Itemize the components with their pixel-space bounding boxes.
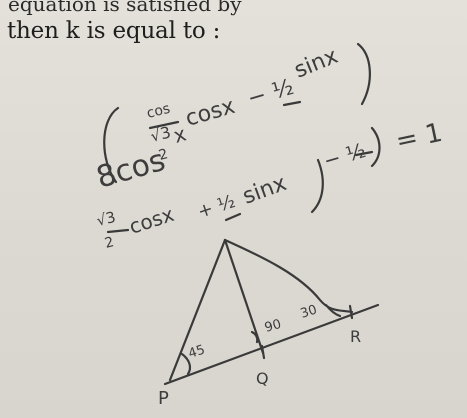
fraction-bar-half-end — [354, 150, 374, 157]
question-text: then k is equal to : — [7, 18, 221, 44]
fraction-bar-half-top — [282, 100, 302, 107]
left-paren-outer — [103, 106, 120, 184]
triangle-left-side — [168, 238, 227, 382]
hw-line2-denominator: 2 — [103, 234, 116, 252]
hw-cos-x: x — [171, 121, 189, 147]
angle-label-P: 45 — [187, 342, 207, 361]
triangle-base — [163, 303, 380, 386]
fraction-bar-line2 — [106, 228, 130, 234]
right-paren-end — [370, 126, 381, 168]
hw-equals-one: = 1 — [393, 118, 445, 157]
label-R: R — [350, 327, 361, 346]
hw-line2-minus-half: − ½ — [321, 138, 368, 173]
hw-line2-sinx: sinx — [240, 171, 290, 210]
hw-cosx: cosx — [183, 94, 238, 132]
cutoff-printed-text: equation is satisfied by — [8, 0, 242, 16]
triangle-right-side — [223, 238, 354, 314]
hw-line2-sqrt3: √3 — [95, 208, 118, 230]
hw-sinx-top: sinx — [291, 44, 342, 84]
label-Q: Q — [256, 369, 269, 388]
angle-label-Q: 90 — [263, 317, 283, 336]
base-tick-R — [348, 304, 354, 320]
label-P: P — [158, 388, 169, 409]
angle-arc-Q — [250, 330, 259, 344]
angle-arc-R — [324, 303, 342, 318]
hw-minus-half: − ½ — [245, 75, 297, 112]
right-paren-top — [356, 42, 371, 106]
hw-frac-denominator: 2 — [157, 146, 170, 164]
hw-sqrt3: √3 — [148, 123, 172, 146]
hw-line2-cosx: cosx — [126, 202, 177, 239]
right-paren-line2 — [310, 158, 324, 214]
angle-arc-P — [180, 352, 192, 376]
base-tick-Q — [260, 344, 266, 360]
fraction-bar-top — [148, 120, 180, 130]
hw-frac-numerator: cos — [145, 101, 172, 122]
angle-label-R: 30 — [299, 302, 319, 321]
fraction-bar-half-line2 — [224, 212, 242, 222]
triangle-altitude — [223, 238, 265, 355]
